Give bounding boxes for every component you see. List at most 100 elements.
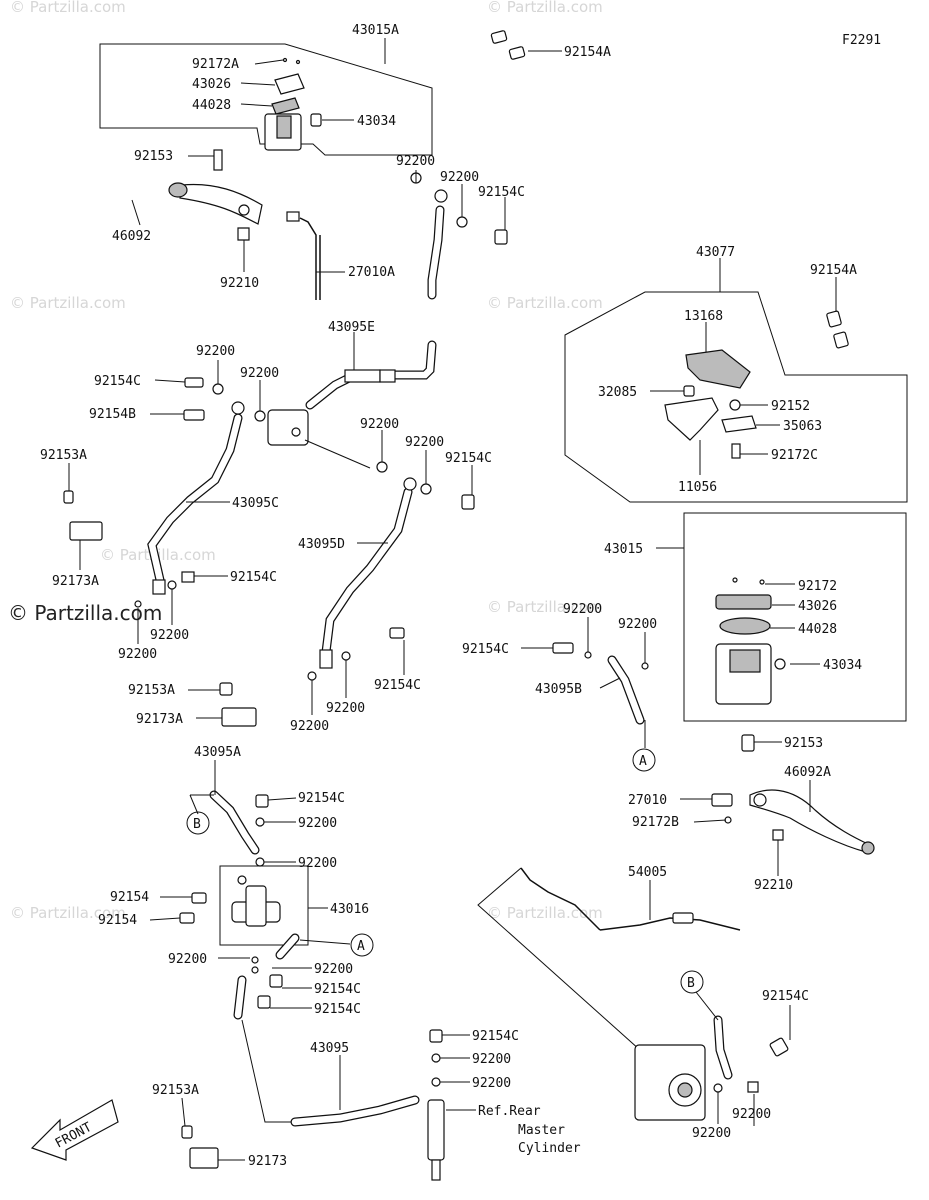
part-label: 32085 xyxy=(598,385,637,400)
part-label: 92154C xyxy=(762,989,809,1004)
part-label: 92200 xyxy=(360,417,399,432)
part-label: 92154A xyxy=(564,45,611,60)
part-label: 92154C xyxy=(230,570,277,585)
marker-a: A xyxy=(639,754,647,769)
part-label: 43026 xyxy=(798,599,837,614)
part-label: 43034 xyxy=(823,658,862,673)
joint-43016 xyxy=(179,875,281,927)
part-label: 43095 xyxy=(310,1041,349,1056)
part-label: 92200 xyxy=(440,170,479,185)
part-label: 43077 xyxy=(696,245,735,260)
hose-43095 xyxy=(233,933,420,1127)
part-label: 92153A xyxy=(152,1083,199,1098)
part-label: 92173A xyxy=(136,712,183,727)
part-label: 43095D xyxy=(298,537,345,552)
ref-note-line: Master xyxy=(518,1123,565,1138)
part-label: 92172C xyxy=(771,448,818,463)
part-label: 92154C xyxy=(94,374,141,389)
part-label: 43095A xyxy=(194,745,241,760)
part-label: 43095C xyxy=(232,496,279,511)
part-label: 92154C xyxy=(374,678,421,693)
reference-markers: B A A B xyxy=(186,748,704,994)
part-label: 92173 xyxy=(248,1154,287,1169)
hose-43095c xyxy=(147,401,245,595)
part-label: 92154C xyxy=(314,1002,361,1017)
part-label: 92200 xyxy=(290,719,329,734)
part-label: 92200 xyxy=(472,1076,511,1091)
part-label: 92154 xyxy=(110,890,149,905)
part-label: 92200 xyxy=(618,617,657,632)
part-label: 92200 xyxy=(692,1126,731,1141)
marker-circle xyxy=(350,933,374,957)
marker-b: B xyxy=(687,976,695,991)
part-label: 43015 xyxy=(604,542,643,557)
watermark: © Partzilla.com xyxy=(487,0,603,16)
part-label: 92172A xyxy=(192,57,239,72)
hose-43095a xyxy=(209,790,269,867)
hose-43095e xyxy=(305,189,448,410)
hand-brake-group-43077 xyxy=(664,310,849,459)
part-label: 43015A xyxy=(352,23,399,38)
group-box-43015a xyxy=(99,43,433,156)
part-label: 92200 xyxy=(396,154,435,169)
cable-54005 xyxy=(477,867,741,1051)
part-label: 92154C xyxy=(478,185,525,200)
part-label: 44028 xyxy=(798,622,837,637)
part-label: 92173A xyxy=(52,574,99,589)
figure-code: F2291 xyxy=(842,33,881,48)
watermark: © Partzilla.com xyxy=(10,294,126,312)
master-cylinder-43015 xyxy=(715,577,786,705)
part-label: 43016 xyxy=(330,902,369,917)
part-label: 92153 xyxy=(784,736,823,751)
switch-27010a xyxy=(286,211,321,300)
part-label: 92153A xyxy=(128,683,175,698)
three-way-joint xyxy=(267,409,309,446)
bolts-92154a-top xyxy=(490,30,526,60)
part-label: 92154C xyxy=(298,791,345,806)
part-label: 92200 xyxy=(326,701,365,716)
hose-43095d xyxy=(319,477,417,669)
part-label: 92154C xyxy=(445,451,492,466)
marker-circle xyxy=(186,811,210,835)
part-label: 92200 xyxy=(563,602,602,617)
lever-46092a xyxy=(711,734,875,855)
part-label: 92200 xyxy=(118,647,157,662)
part-label: 92154 xyxy=(98,913,137,928)
part-label: 92200 xyxy=(298,856,337,871)
leader-lines xyxy=(68,38,837,1161)
part-label: 92153A xyxy=(40,448,87,463)
part-label: 92153 xyxy=(134,149,173,164)
part-label: 92152 xyxy=(771,399,810,414)
brake-lever-46092 xyxy=(168,182,263,241)
part-label: 13168 xyxy=(684,309,723,324)
part-label: 92154A xyxy=(810,263,857,278)
part-label: 92172 xyxy=(798,579,837,594)
ref-rear-master-cylinder-note: Ref.Rear Master Cylinder xyxy=(478,1104,581,1156)
part-label: 46092A xyxy=(784,765,831,780)
part-label: 92172B xyxy=(632,815,679,830)
group-box-43015 xyxy=(683,512,907,722)
part-number-labels: 43015A 92172A 43026 44028 43034 92154A 9… xyxy=(40,23,862,1169)
bolt-92153 xyxy=(213,149,223,171)
marker-circle xyxy=(680,970,704,994)
part-label: 27010A xyxy=(348,265,395,280)
watermark: © Partzilla.com xyxy=(487,294,603,312)
part-label: 92200 xyxy=(314,962,353,977)
marker-b: B xyxy=(193,817,201,832)
part-label: 92154B xyxy=(89,407,136,422)
group-box-43016 xyxy=(219,865,309,946)
part-label: 43026 xyxy=(192,77,231,92)
brake-unit xyxy=(634,1015,789,1121)
front-arrow-icon: FRONT xyxy=(30,1099,119,1161)
part-label: 44028 xyxy=(192,98,231,113)
part-label: 43034 xyxy=(357,114,396,129)
part-label: 11056 xyxy=(678,480,717,495)
part-label: 92200 xyxy=(240,366,279,381)
part-label: 92154C xyxy=(472,1029,519,1044)
part-label: 92210 xyxy=(220,276,259,291)
watermark: © Partzilla.com xyxy=(487,598,603,616)
marker-circle xyxy=(632,748,656,772)
part-label: 92154C xyxy=(314,982,361,997)
